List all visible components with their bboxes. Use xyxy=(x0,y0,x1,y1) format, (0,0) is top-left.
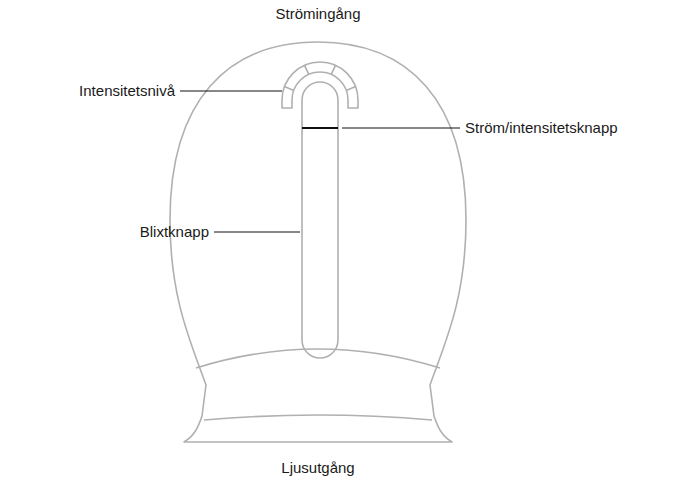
part-label: Blixtknapp xyxy=(140,223,209,241)
intensity-segments xyxy=(285,65,356,90)
part-label: Intensitetsnivå xyxy=(79,82,175,100)
intensity-arc xyxy=(282,62,358,108)
device-body xyxy=(170,42,466,442)
leader-line xyxy=(180,91,282,92)
power-button-mark xyxy=(302,127,338,129)
part-label: Ström/intensitetsknapp xyxy=(465,119,618,137)
input-label: Strömingång xyxy=(275,5,360,23)
head-bottom-seam xyxy=(204,415,432,420)
leader-line xyxy=(214,232,300,233)
flash-button xyxy=(302,82,338,358)
leader-line xyxy=(342,128,460,129)
output-label: Ljusutgång xyxy=(281,459,354,477)
